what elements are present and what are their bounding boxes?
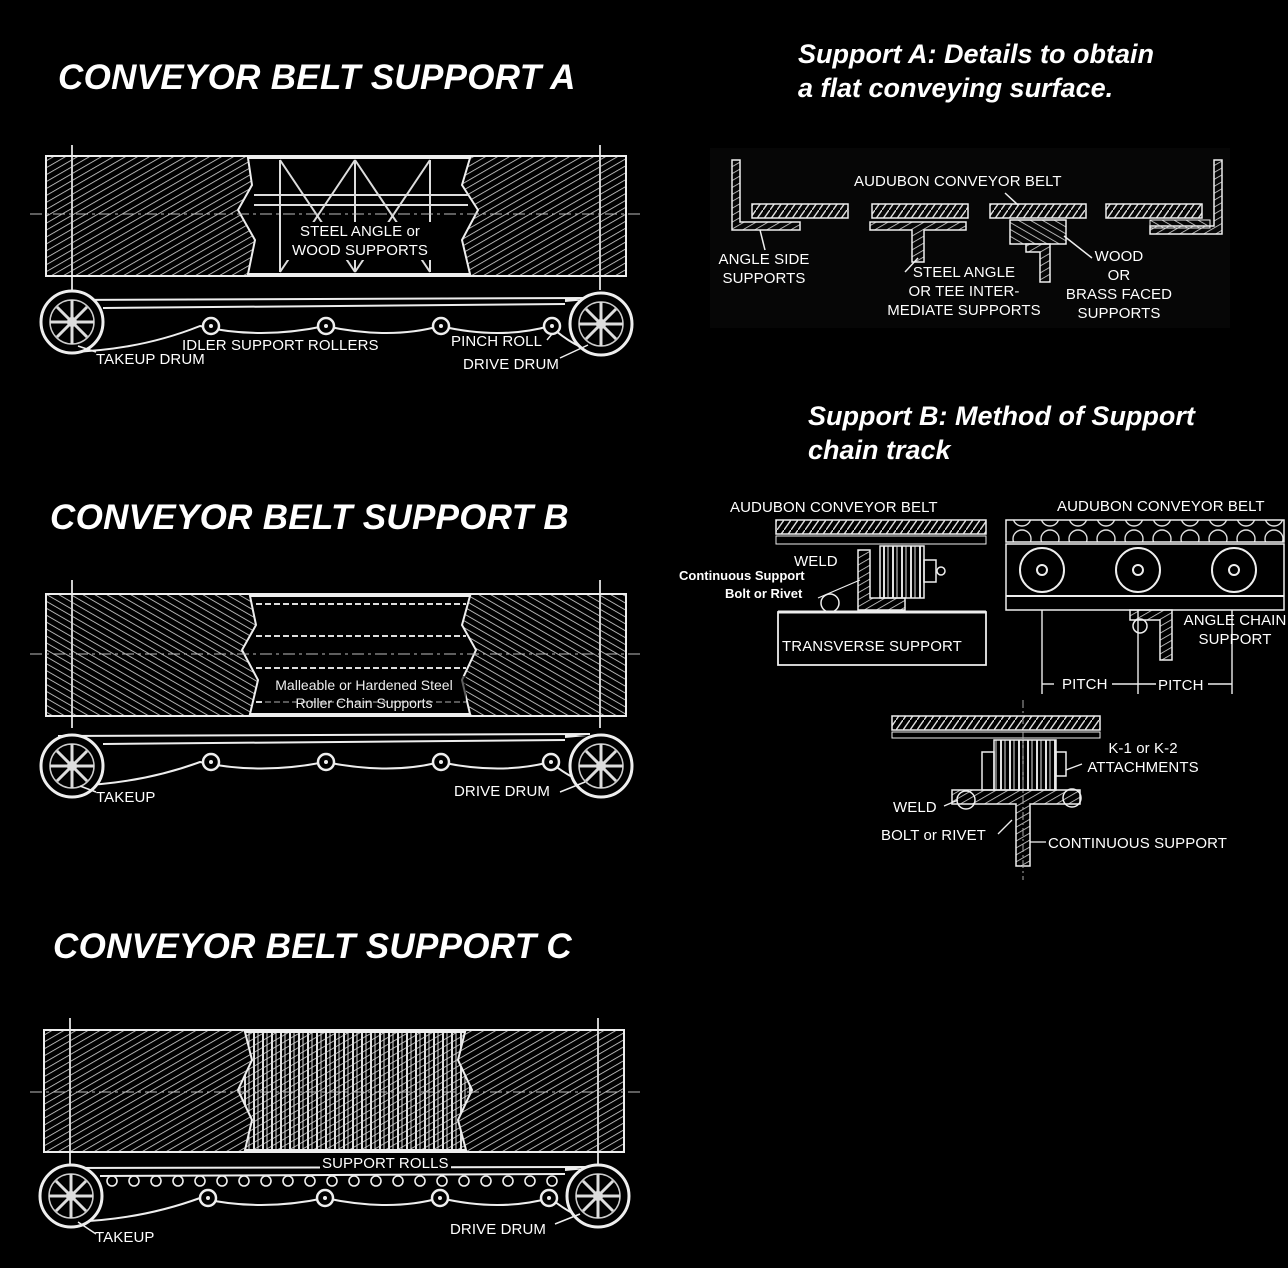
support-a-wood-line2: OR — [1107, 267, 1131, 284]
title-support-b: CONVEYOR BELT SUPPORT B — [50, 498, 569, 537]
support-b-transverse-label: TRANSVERSE SUPPORT — [782, 638, 962, 655]
diagram-b-chain-line2: Roller Chain Supports — [295, 695, 433, 711]
support-a-steel-angle-line1: STEEL ANGLE — [912, 264, 1016, 281]
support-a-heading: Support A: Details to obtain a flat conv… — [798, 37, 1154, 105]
support-a-wood-line1: WOOD — [1094, 248, 1144, 265]
support-b-heading-line1: Support B: Method of Support — [808, 401, 1195, 431]
support-b-weld-label-2: WELD — [893, 799, 937, 816]
diagram-a-drive-label: DRIVE DRUM — [463, 356, 560, 373]
support-b-k-attach-line1: K-1 or K-2 — [1108, 740, 1178, 757]
support-b-belt-left-label: AUDUBON CONVEYOR BELT — [730, 499, 938, 516]
support-a-belt-label: AUDUBON CONVEYOR BELT — [854, 173, 1062, 190]
support-b-bolt-rivet-label: Bolt or Rivet — [725, 586, 803, 601]
support-b-angle-chain-line2: SUPPORT — [1198, 631, 1272, 648]
support-b-belt-right-label: AUDUBON CONVEYOR BELT — [1057, 498, 1265, 515]
diagram-c-drive-label: DRIVE DRUM — [450, 1221, 547, 1238]
support-a-heading-line2: a flat conveying surface. — [798, 73, 1114, 103]
title-support-c: CONVEYOR BELT SUPPORT C — [53, 927, 572, 966]
diagram-b-drive-label: DRIVE DRUM — [454, 783, 551, 800]
support-b-weld-label: WELD — [794, 553, 838, 570]
support-a-detail-drawing — [710, 148, 1230, 328]
diagram-b-takeup-label: TAKEUP — [96, 789, 156, 806]
support-b-detail-drawing — [775, 519, 1285, 880]
support-a-angle-side-line1: ANGLE SIDE — [718, 251, 810, 268]
support-a-wood-line4: SUPPORTS — [1077, 305, 1161, 322]
diagram-a-idler-label: IDLER SUPPORT ROLLERS — [182, 337, 379, 354]
support-a-steel-angle-line2: OR TEE INTER- — [908, 283, 1020, 300]
support-b-k-attach-label: K-1 or K-2 ATTACHMENTS — [1082, 739, 1204, 777]
support-b-continuous-support-label-2: CONTINUOUS SUPPORT — [1048, 835, 1228, 852]
support-a-angle-side-line2: SUPPORTS — [722, 270, 806, 287]
diagram-a-takeup-label: TAKEUP DRUM — [96, 351, 205, 368]
title-support-a: CONVEYOR BELT SUPPORT A — [58, 58, 576, 97]
support-a-steel-angle-label: STEEL ANGLE OR TEE INTER- MEDIATE SUPPOR… — [880, 263, 1048, 320]
support-a-heading-line1: Support A: Details to obtain — [798, 39, 1154, 69]
diagram-b-chain-label: Malleable or Hardened Steel Roller Chain… — [262, 676, 466, 712]
diagram-a-pinch-label: PINCH ROLL — [451, 333, 543, 350]
support-a-angle-side-label: ANGLE SIDE SUPPORTS — [712, 250, 816, 288]
diagram-c-takeup-label: TAKEUP — [95, 1229, 155, 1246]
support-b-pitch-label-2: PITCH — [1158, 677, 1204, 694]
support-b-continuous-support-label: Continuous Support — [679, 568, 805, 583]
diagram-a-steel-line1: STEEL ANGLE or — [299, 223, 421, 240]
diagram-b-chain-line1: Malleable or Hardened Steel — [275, 677, 453, 693]
diagram-a-steel-line2: WOOD SUPPORTS — [291, 242, 429, 259]
support-b-angle-chain-line1: ANGLE CHAIN — [1183, 612, 1287, 629]
support-a-wood-line3: BRASS FACED — [1065, 286, 1173, 303]
support-b-k-attach-line2: ATTACHMENTS — [1087, 759, 1199, 776]
support-a-steel-angle-line3: MEDIATE SUPPORTS — [887, 302, 1041, 319]
support-b-pitch-label-1: PITCH — [1062, 676, 1108, 693]
support-b-angle-chain-label: ANGLE CHAIN SUPPORT — [1182, 611, 1288, 649]
diagram-c — [30, 1018, 640, 1235]
support-b-heading-line2: chain track — [808, 435, 951, 465]
support-b-heading: Support B: Method of Support chain track — [808, 399, 1195, 467]
diagram-c-rolls-label: SUPPORT ROLLS — [320, 1154, 451, 1173]
support-a-wood-label: WOOD OR BRASS FACED SUPPORTS — [1060, 247, 1178, 323]
support-b-bolt-rivet-label-2: BOLT or RIVET — [881, 827, 986, 844]
diagram-a-steel-label: STEEL ANGLE or WOOD SUPPORTS — [283, 222, 437, 260]
